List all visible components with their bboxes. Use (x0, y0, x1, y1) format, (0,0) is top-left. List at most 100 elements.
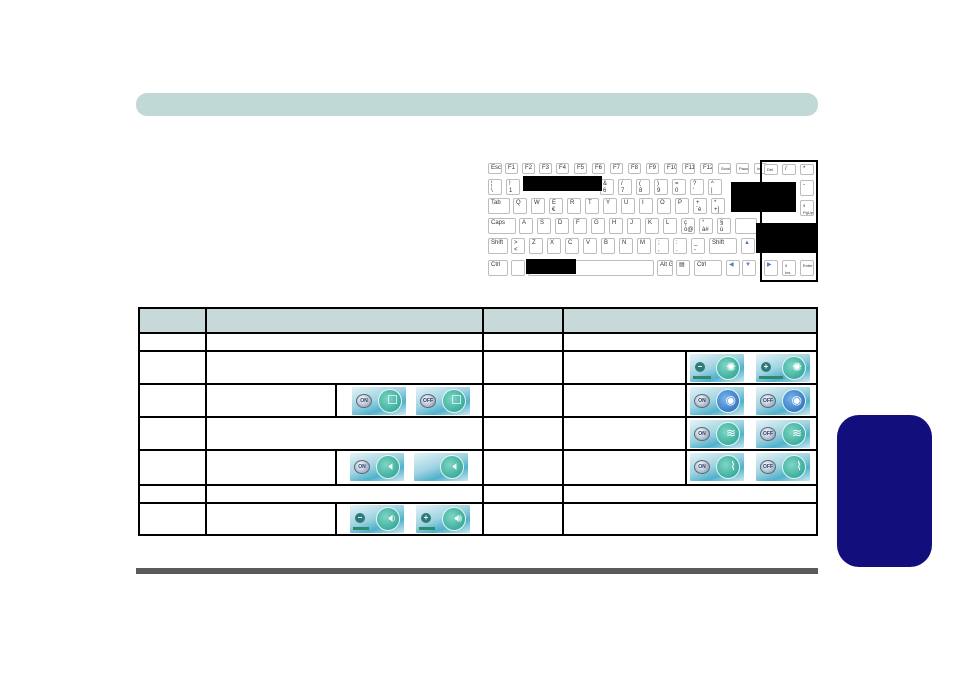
key-p: P (675, 198, 689, 214)
touchpad-glyph: ☐ (387, 393, 398, 407)
key-l: L (663, 218, 677, 234)
key-k: K (645, 218, 659, 234)
brightness-up-icon: + ✺ (756, 354, 810, 382)
key-9: ) 9 (654, 179, 668, 195)
key-home-arrow: ◀ (726, 260, 740, 276)
key-menu: ▤ (676, 260, 690, 276)
wlan-off-icon: OFF ≋ (756, 420, 810, 448)
key-numpad-0: 0 Ins (782, 260, 796, 276)
touchpad-off-icon: OFF ☐ (416, 387, 470, 415)
touchpad-on-icon: ON ☐ (352, 387, 406, 415)
key-enter (735, 218, 757, 234)
key-asterisk: * +] (711, 198, 725, 214)
key-ctrl-left: Ctrl (488, 260, 508, 276)
key-shift-right: Shift (709, 238, 737, 254)
volume-up-icon: + 🔊︎ (416, 505, 470, 533)
brightness-down-icon: − ✺ (690, 354, 744, 382)
key-caret: ^ | (708, 179, 722, 195)
webcam-glyph: ◉ (791, 393, 802, 407)
bluetooth-off-icon: OFF ⌇ (756, 453, 810, 481)
key-ctrl-right: Ctrl (694, 260, 722, 276)
key-z: Z (529, 238, 543, 254)
key-period: : . (673, 238, 687, 254)
footer-rule (136, 568, 818, 574)
key-m: M (637, 238, 651, 254)
mute-off-icon: ON 🔈︎ (350, 453, 404, 481)
touchpad-glyph: ☐ (451, 393, 462, 407)
key-7: / 7 (618, 179, 632, 195)
key-f5: F5 (574, 163, 587, 174)
key-numpad-9: 9 PgUp (800, 200, 814, 216)
key-f2: F2 (522, 163, 535, 174)
speaker-glyph: 🔈︎ (452, 459, 460, 473)
key-e: E € (549, 198, 563, 214)
key-a: A (519, 218, 533, 234)
key-less-than: > < (511, 238, 525, 254)
key-s: S (537, 218, 551, 234)
numpad-highlight: Del / * - 9 PgUp 0 Ins Enter ▶ (760, 160, 818, 282)
key-j: J (627, 218, 641, 234)
key-tab: Tab (488, 198, 510, 214)
key-h: H (609, 218, 623, 234)
key-n: N (619, 238, 633, 254)
key-fn (511, 260, 525, 276)
key-numpad-minus: - (800, 180, 814, 196)
key-apostrophe: ? ' (690, 179, 704, 195)
key-8: ( 8 (636, 179, 650, 195)
key-minus: _ - (691, 238, 705, 254)
key-del: Del (764, 164, 778, 175)
key-f3: F3 (539, 163, 552, 174)
key-c: C (565, 238, 579, 254)
key-f11: F11 (682, 163, 695, 174)
speaker-glyph: 🔊︎ (454, 511, 462, 525)
sun-glyph: ✺ (725, 360, 736, 374)
key-o: O (657, 198, 671, 214)
key-f8: F8 (628, 163, 641, 174)
key-pgup-arrow: ▲ (741, 238, 755, 254)
key-f: F (573, 218, 587, 234)
key-t: T (585, 198, 599, 214)
key-end-arrow: ▶ (764, 260, 778, 276)
key-y: Y (603, 198, 617, 214)
key-esc: Esc (488, 163, 502, 174)
key-1: ! 1 (506, 179, 520, 195)
key-q: Q (513, 198, 527, 214)
function-key-table: − ✺ + ✺ ON ☐ OFF ☐ ON ◉ OFF ◉ ON ≋ OFF ≋… (138, 307, 818, 536)
key-pgdn-arrow: ▼ (742, 260, 756, 276)
key-shift-left: Shift (488, 238, 508, 254)
key-0: = 0 (672, 179, 686, 195)
key-pause: Pause Break (736, 163, 749, 174)
key-f6: F6 (592, 163, 605, 174)
key-section: § ù (717, 218, 731, 234)
key-numpad-divide: / (782, 164, 796, 175)
key-plus: + `è (693, 198, 707, 214)
key-6: & 6 (600, 179, 614, 195)
sun-glyph: ✺ (791, 360, 802, 374)
webcam-glyph: ◉ (725, 393, 736, 407)
table-header-row (140, 309, 816, 333)
redaction-block (756, 223, 818, 253)
key-x: X (547, 238, 561, 254)
volume-down-icon: − 🔉︎ (350, 505, 404, 533)
mute-on-icon: 🔈︎ (414, 453, 468, 481)
key-g: G (591, 218, 605, 234)
webcam-off-icon: OFF ◉ (756, 387, 810, 415)
key-f10: F10 (664, 163, 677, 174)
key-caps: Caps (488, 218, 516, 234)
bluetooth-on-icon: ON ⌇ (690, 453, 744, 481)
key-u: U (621, 198, 635, 214)
key-b: B (601, 238, 615, 254)
key-prtsc: Scroll Prt Sc (718, 163, 731, 174)
key-f1: F1 (505, 163, 518, 174)
webcam-on-icon: ON ◉ (690, 387, 744, 415)
redaction-block (526, 259, 576, 274)
key-backslash: ¦ \ (488, 179, 502, 195)
key-d: D (555, 218, 569, 234)
key-f9: F9 (646, 163, 659, 174)
antenna-glyph: ⌇ (796, 459, 802, 473)
key-w: W (531, 198, 545, 214)
speaker-glyph: 🔈︎ (388, 459, 396, 473)
speaker-glyph: 🔉︎ (388, 511, 396, 525)
key-c-cedilla: ç ò@ (681, 218, 695, 234)
key-r: R (567, 198, 581, 214)
